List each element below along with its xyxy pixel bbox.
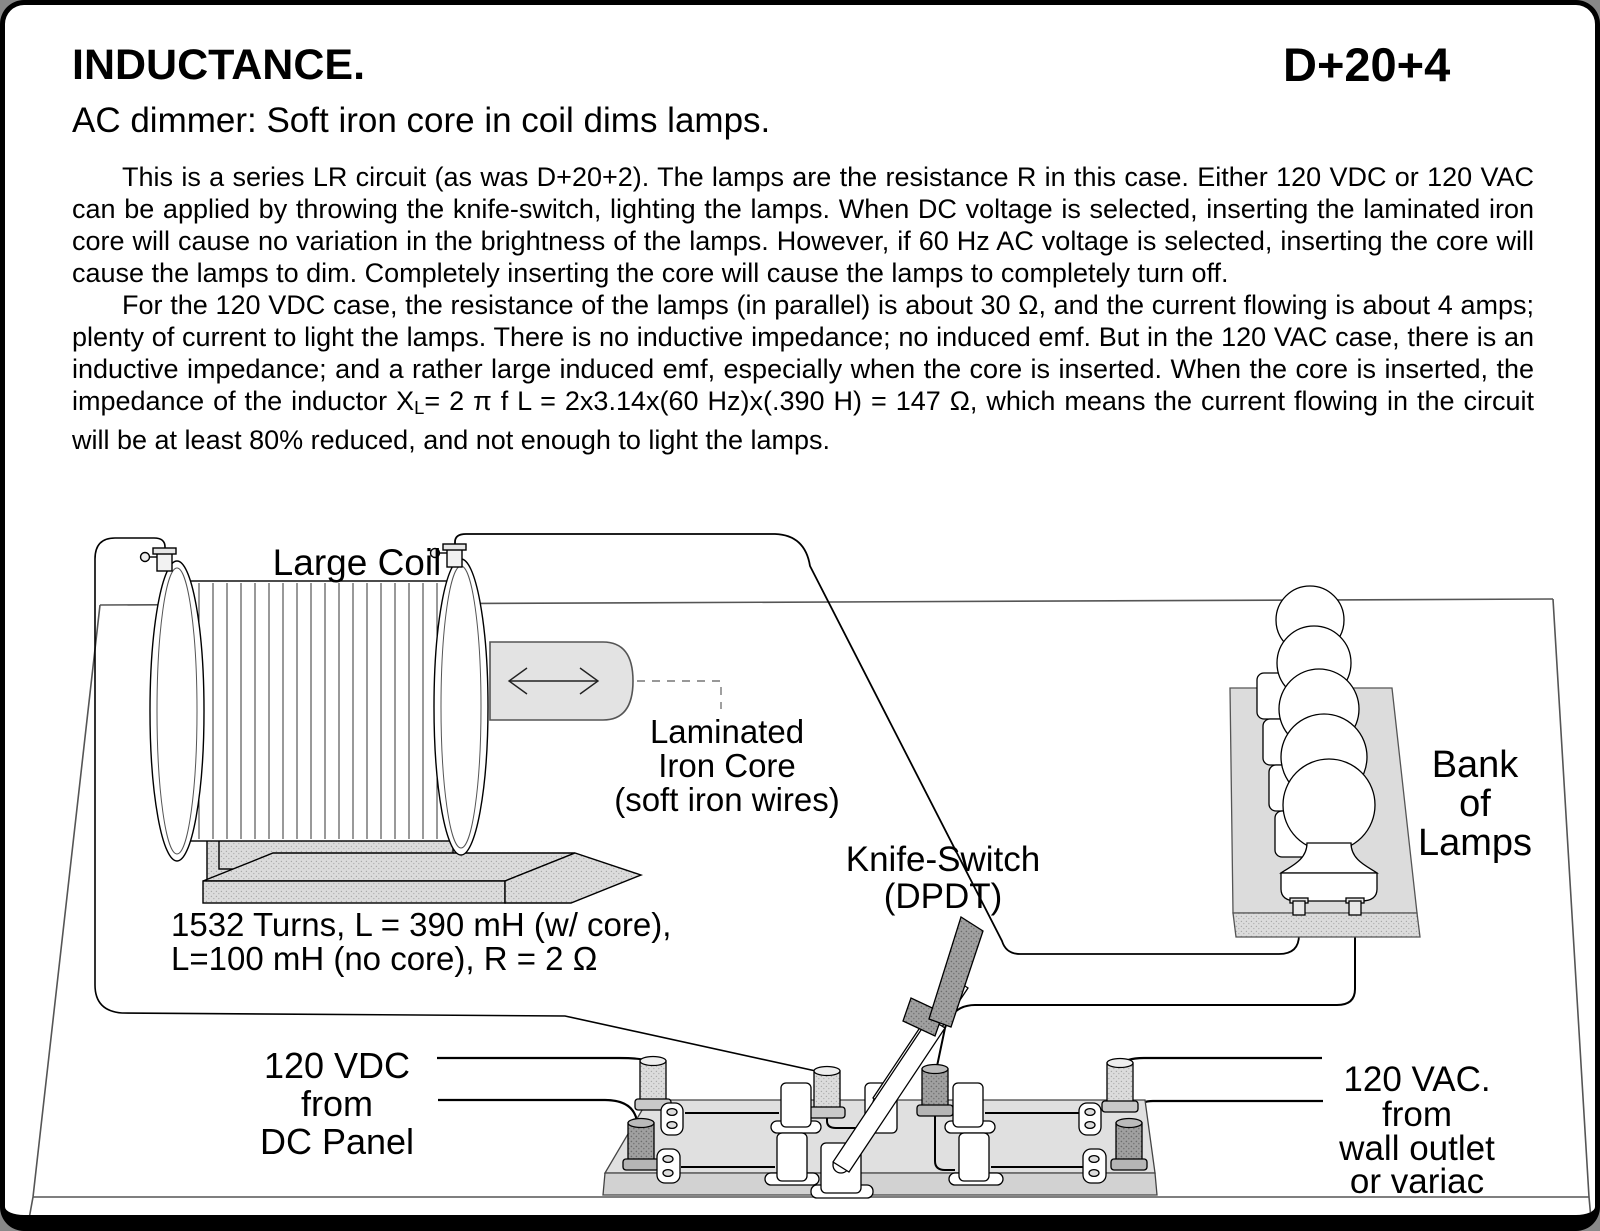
label-switch-1: Knife-Switch xyxy=(846,840,1041,879)
wire-dc-bottom xyxy=(438,1098,639,1122)
switch-pivot-bracket xyxy=(810,1142,874,1199)
demo-diagram: Large Coil 1532 Turns, L = 390 mH (w/ co… xyxy=(28,533,1592,1215)
switch-blade xyxy=(832,1017,946,1173)
switch-jaw xyxy=(948,1132,1004,1186)
switch-handle xyxy=(928,915,984,1028)
wire-clip xyxy=(1082,1148,1107,1184)
inductive-reactance-subscript: L xyxy=(414,397,425,419)
lamp-terminal xyxy=(1345,897,1365,916)
wire-ac-top xyxy=(1120,1056,1322,1066)
switch-board-illustration xyxy=(602,915,1158,1199)
page-subtitle: AC dimmer: Soft iron core in coil dims l… xyxy=(72,101,771,140)
description-text: This is a series LR circuit (as was D+20… xyxy=(72,161,1534,456)
switch-jaw xyxy=(764,1132,820,1186)
label-large-coil: Large Coil xyxy=(273,542,442,583)
label-core-1: Laminated xyxy=(650,713,804,750)
lamp-bulb-front xyxy=(1279,758,1379,916)
coil-winding xyxy=(184,580,454,842)
wire-coil-to-lamps xyxy=(454,533,1300,955)
coil-flange-right xyxy=(433,558,489,856)
binding-post-middle-right xyxy=(916,1063,954,1117)
coil-terminal-right xyxy=(429,543,467,568)
label-ac-3: wall outlet xyxy=(1338,1129,1495,1168)
paragraph-2-text: For the 120 VDC case, the resistance of … xyxy=(72,290,1534,416)
slide-arrow-icon xyxy=(507,667,600,695)
large-coil-illustration xyxy=(139,543,644,904)
wire-lamps-to-switch xyxy=(935,915,1356,1072)
coil-terminal-left xyxy=(139,547,177,572)
label-core-3: (soft iron wires) xyxy=(614,781,840,818)
label-ac-2: from xyxy=(1382,1095,1452,1134)
binding-post-dc-bottom xyxy=(622,1117,660,1171)
binding-post-ac-bottom xyxy=(1110,1117,1148,1171)
label-bank-1: Bank xyxy=(1432,744,1520,786)
wire-dc-top xyxy=(437,1056,653,1064)
coil-flange-left xyxy=(149,560,205,862)
label-ac-4: or variac xyxy=(1350,1162,1484,1201)
knife-switch xyxy=(810,915,984,1199)
label-bank-2: of xyxy=(1459,783,1491,825)
paragraph-1: This is a series LR circuit (as was D+20… xyxy=(72,162,1534,288)
binding-post-middle-left xyxy=(808,1065,846,1119)
core-leader-line xyxy=(637,680,722,709)
paragraph-2-text-cont: = 2 π f L = 2x3.14x(60 Hz)x(.390 H) = 14… xyxy=(72,386,1534,456)
stand-base-front xyxy=(202,880,506,904)
wire-ac-bottom xyxy=(1128,1099,1323,1122)
iron-core-illustration xyxy=(489,641,722,721)
lamp-bank-illustration xyxy=(1229,585,1421,938)
demo-code: D+20+4 xyxy=(1283,38,1451,91)
wire-clip xyxy=(1078,1102,1102,1136)
lamp-board-front xyxy=(1232,912,1421,938)
label-coil-specs-1: 1532 Turns, L = 390 mH (w/ core), xyxy=(171,906,671,943)
stand-base-right xyxy=(504,852,644,904)
label-core-2: Iron Core xyxy=(658,747,796,784)
wire-clip xyxy=(656,1148,681,1184)
label-switch-2: (DPDT) xyxy=(884,877,1003,916)
switch-jaw xyxy=(770,1082,822,1134)
lamp-terminal xyxy=(1289,897,1309,916)
label-dc-2: from xyxy=(301,1083,373,1124)
label-ac-1: 120 VAC. xyxy=(1343,1060,1490,1099)
label-bank-3: Lamps xyxy=(1418,822,1532,864)
label-coil-specs-2: L=100 mH (no core), R = 2 Ω xyxy=(171,940,597,977)
paragraph-2: For the 120 VDC case, the resistance of … xyxy=(72,289,1534,456)
label-dc-3: DC Panel xyxy=(260,1121,414,1162)
page-title: INDUCTANCE. xyxy=(72,41,366,89)
binding-post-ac-top xyxy=(1101,1057,1139,1113)
switch-board-front xyxy=(602,1172,1158,1196)
wire-clip xyxy=(660,1102,684,1136)
binding-post-dc-top xyxy=(634,1055,672,1111)
wire-coil-to-switch xyxy=(94,537,826,1074)
label-dc-1: 120 VDC xyxy=(264,1045,410,1086)
